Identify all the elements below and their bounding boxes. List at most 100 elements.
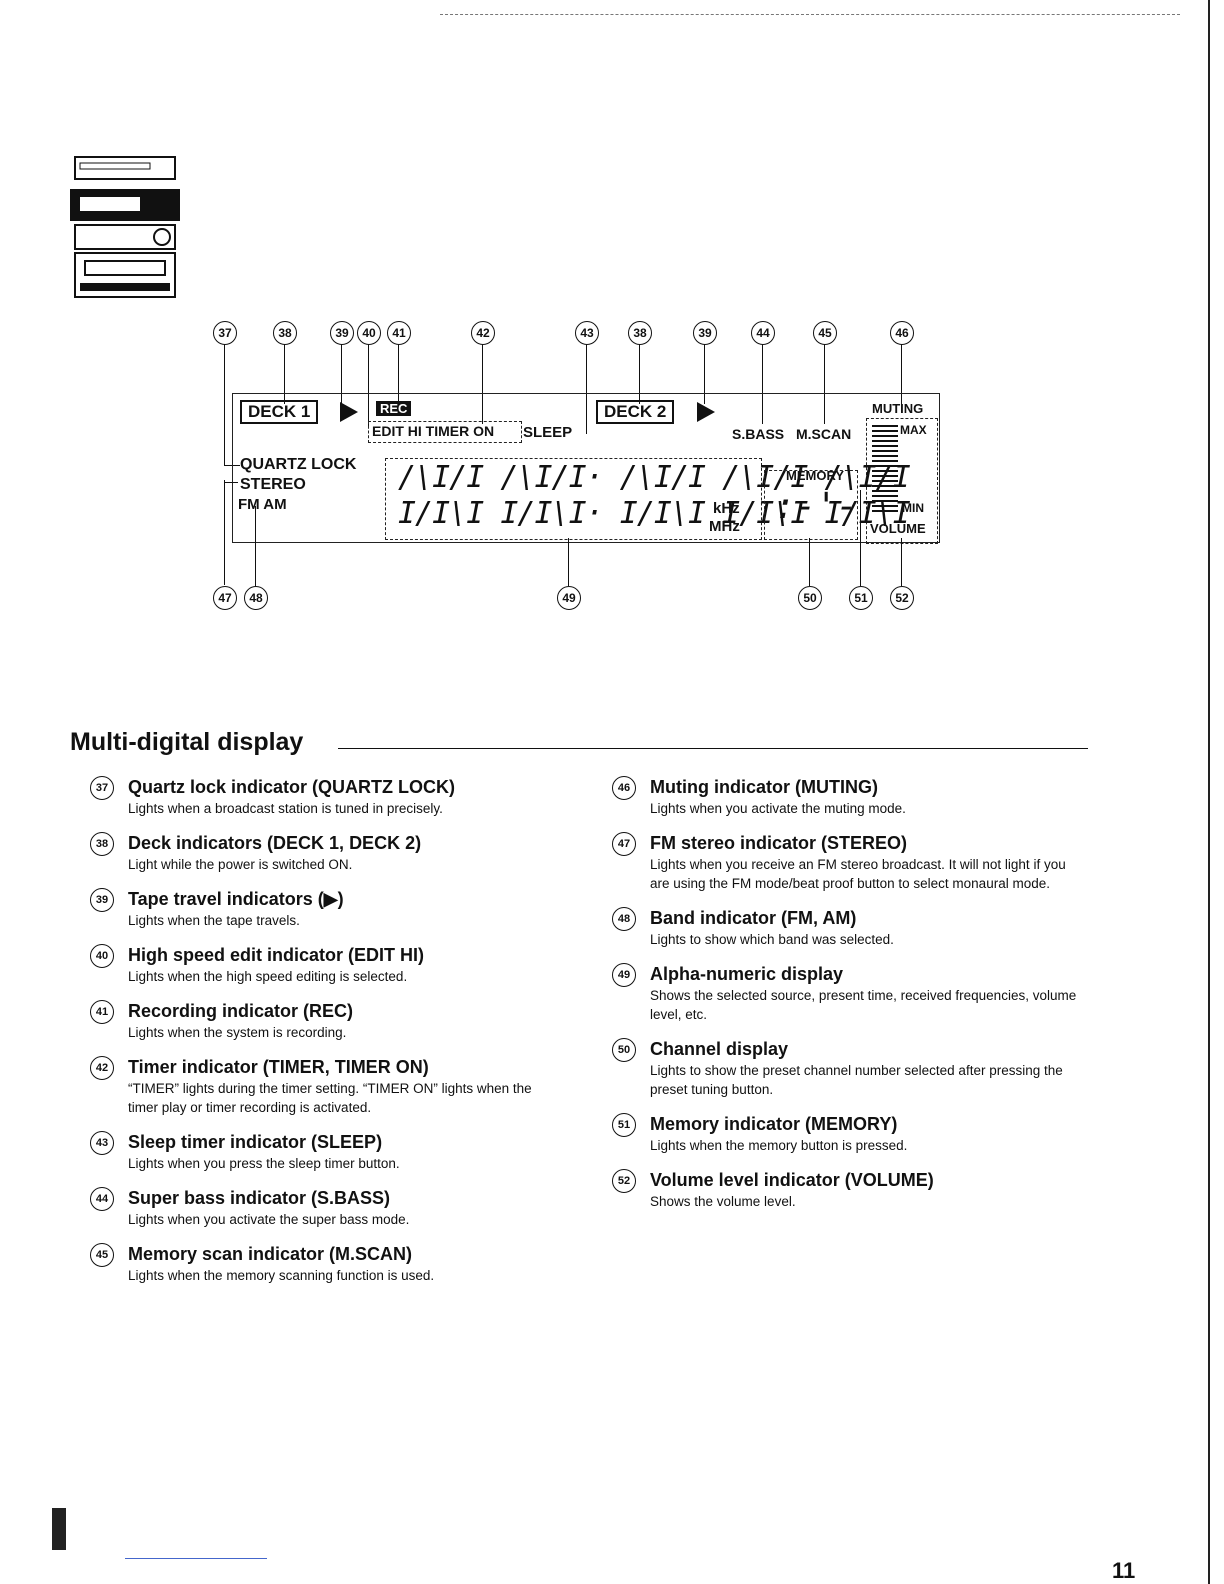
item-number-badge: 48: [612, 907, 636, 931]
item-number-badge: 39: [90, 888, 114, 912]
item-number-badge: 49: [612, 963, 636, 987]
item-description: Lights when you activate the super bass …: [128, 1212, 410, 1227]
display-panel: [232, 393, 940, 543]
item-description: Lights when you receive an FM stereo bro…: [650, 857, 1066, 891]
item-title: Alpha-numeric display: [650, 964, 844, 984]
item-number-badge: 45: [90, 1243, 114, 1267]
callout-50: 50: [798, 586, 822, 610]
max-label: MAX: [900, 423, 927, 437]
item-title: Volume level indicator (VOLUME): [650, 1170, 934, 1190]
item-title: Quartz lock indicator (QUARTZ LOCK): [128, 777, 456, 797]
mscan-indicator: M.SCAN: [796, 426, 852, 442]
item-title: Timer indicator (TIMER, TIMER ON): [128, 1057, 429, 1077]
alphanumeric-row-2: I/I\I I/I\I· I/I\I I/I\I I/I\I: [398, 496, 911, 531]
leader-38b: [639, 344, 640, 404]
item-description: Lights when you press the sleep timer bu…: [128, 1156, 400, 1171]
callout-49: 49: [557, 586, 581, 610]
leader-51: [860, 490, 861, 586]
channel-digits: :-'-: [774, 486, 858, 527]
item-description: Lights when the system is recording.: [128, 1025, 347, 1040]
stereo-indicator: STEREO: [240, 476, 306, 493]
callout-41: 41: [387, 321, 411, 345]
callout-38b: 38: [628, 321, 652, 345]
quartz-lock-indicator: QUARTZ LOCK: [240, 456, 357, 473]
section-title: Multi-digital display: [70, 728, 304, 756]
item-number-badge: 44: [90, 1187, 114, 1211]
volume-dashed-box: [866, 418, 938, 544]
indicator-item: 51 Memory indicator (MEMORY) Lights when t…: [612, 1112, 1082, 1155]
leader-42: [482, 344, 483, 424]
callout-43: 43: [575, 321, 599, 345]
mhz-label: MHz: [709, 518, 740, 535]
callout-48: 48: [244, 586, 268, 610]
fmam-indicator: FM AM: [238, 496, 287, 513]
leader-46: [901, 344, 902, 404]
item-number-badge: 40: [90, 944, 114, 968]
play-arrow-icon-1: [340, 402, 358, 422]
item-description: Shows the volume level.: [650, 1194, 796, 1209]
item-title: Memory indicator (MEMORY): [650, 1114, 898, 1134]
item-description: Lights when you activate the muting mode…: [650, 801, 906, 816]
item-number-badge: 51: [612, 1113, 636, 1137]
item-description: Lights to show which band was selected.: [650, 932, 894, 947]
memory-indicator: MEMORY: [786, 468, 845, 483]
item-description: Shows the selected source, present time,…: [650, 988, 1077, 1022]
alphanumeric-row-1: /\I/I /\I/I· /\I/I /\I/I /\I/I: [398, 460, 911, 495]
leader-48: [255, 506, 256, 586]
leader-50: [809, 538, 810, 586]
leader-47: [224, 480, 225, 585]
channel-dashed-box: [764, 470, 858, 540]
item-number-badge: 46: [612, 776, 636, 800]
callout-39: 39: [330, 321, 354, 345]
leader-49: [568, 538, 569, 586]
item-description: Lights when a broadcast station is tuned…: [128, 801, 443, 816]
deck1-indicator: DECK 1: [240, 400, 319, 424]
min-label: MIN: [902, 501, 924, 515]
leader-39: [341, 344, 342, 404]
item-title: Memory scan indicator (M.SCAN): [128, 1244, 413, 1264]
item-number-badge: 43: [90, 1131, 114, 1155]
corner-registration-mark: [52, 1508, 66, 1550]
item-description: Lights when the memory button is pressed…: [650, 1138, 908, 1153]
item-number-badge: 37: [90, 776, 114, 800]
item-description: Lights when the tape travels.: [128, 913, 300, 928]
muting-indicator: MUTING: [872, 401, 924, 416]
timer-dashed-box: [368, 421, 522, 443]
leader-37: [224, 344, 225, 466]
leader-38: [284, 344, 285, 404]
item-title: Channel display: [650, 1039, 789, 1059]
item-number-badge: 52: [612, 1169, 636, 1193]
callout-42: 42: [471, 321, 495, 345]
item-description: Lights when the high speed editing is se…: [128, 969, 408, 984]
indicator-item: 37 Quartz lock indicator (QUARTZ LOCK) Lig…: [90, 775, 560, 818]
callout-40: 40: [357, 321, 381, 345]
leader-47-h: [224, 482, 238, 483]
callout-37: 37: [213, 321, 237, 345]
page-number: 11: [1112, 1558, 1136, 1583]
item-number-badge: 38: [90, 832, 114, 856]
sbass-indicator: S.BASS: [732, 426, 785, 442]
indicator-item: 52 Volume level indicator (VOLUME) Shows t…: [612, 1168, 1082, 1211]
leader-45: [824, 344, 825, 424]
item-description: Light while the power is switched ON.: [128, 857, 353, 872]
indicator-list-left: 37 Quartz lock indicator (QUARTZ LOCK) Lig…: [90, 775, 560, 1298]
display-diagram: 37 38 39 40 41 42 43 38 39 44 45 46 DECK…: [200, 310, 960, 620]
item-number-badge: 41: [90, 1000, 114, 1024]
stereo-unit-thumbnail: [70, 156, 180, 298]
item-title: Recording indicator (REC): [128, 1001, 354, 1021]
volume-label: VOLUME: [870, 521, 926, 536]
edit-timer-indicator: EDIT HI TIMER ON: [372, 423, 495, 439]
right-edge-rule: [1208, 0, 1210, 1584]
item-description: “TIMER” lights during the timer setting.…: [128, 1081, 532, 1115]
callout-44: 44: [751, 321, 775, 345]
rec-indicator: REC: [376, 401, 412, 416]
